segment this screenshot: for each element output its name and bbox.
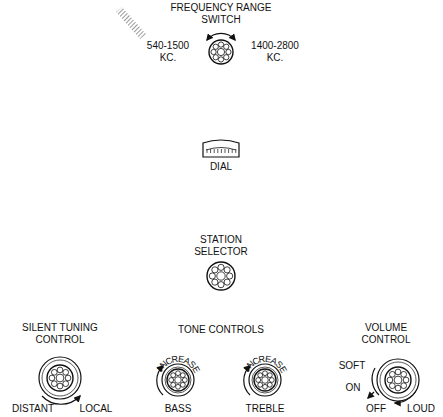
control-label: 1400-2800 KC. bbox=[247, 40, 303, 64]
control-label: LOCAL bbox=[76, 403, 116, 415]
control-label: SOFT bbox=[336, 360, 368, 372]
control-label: DISTANT bbox=[8, 403, 58, 415]
rotation-arrow bbox=[368, 392, 374, 398]
rotation-arrow bbox=[207, 33, 235, 40]
control-label: 540-1500 KC. bbox=[143, 40, 193, 64]
control-label: SILENT TUNING CONTROL bbox=[15, 322, 105, 346]
control-label: TREBLE bbox=[242, 403, 288, 415]
control-label: FREQUENCY RANGE SWITCH bbox=[166, 2, 276, 26]
control-label: OFF bbox=[362, 403, 390, 415]
control-label: VOLUME CONTROL bbox=[351, 322, 421, 346]
control-label: BASS bbox=[158, 403, 198, 415]
control-label: LOUD bbox=[404, 403, 438, 415]
control-knob bbox=[377, 359, 419, 401]
control-label: TONE CONTROLS bbox=[171, 324, 271, 336]
control-knob bbox=[39, 357, 81, 399]
control-label: STATION SELECTOR bbox=[186, 234, 256, 258]
control-knob bbox=[207, 262, 235, 290]
control-label: DIAL bbox=[201, 161, 241, 173]
dial-window bbox=[203, 140, 239, 157]
control-label: ON bbox=[342, 382, 364, 394]
control-knob bbox=[209, 40, 233, 64]
pointer-mark bbox=[116, 7, 146, 39]
